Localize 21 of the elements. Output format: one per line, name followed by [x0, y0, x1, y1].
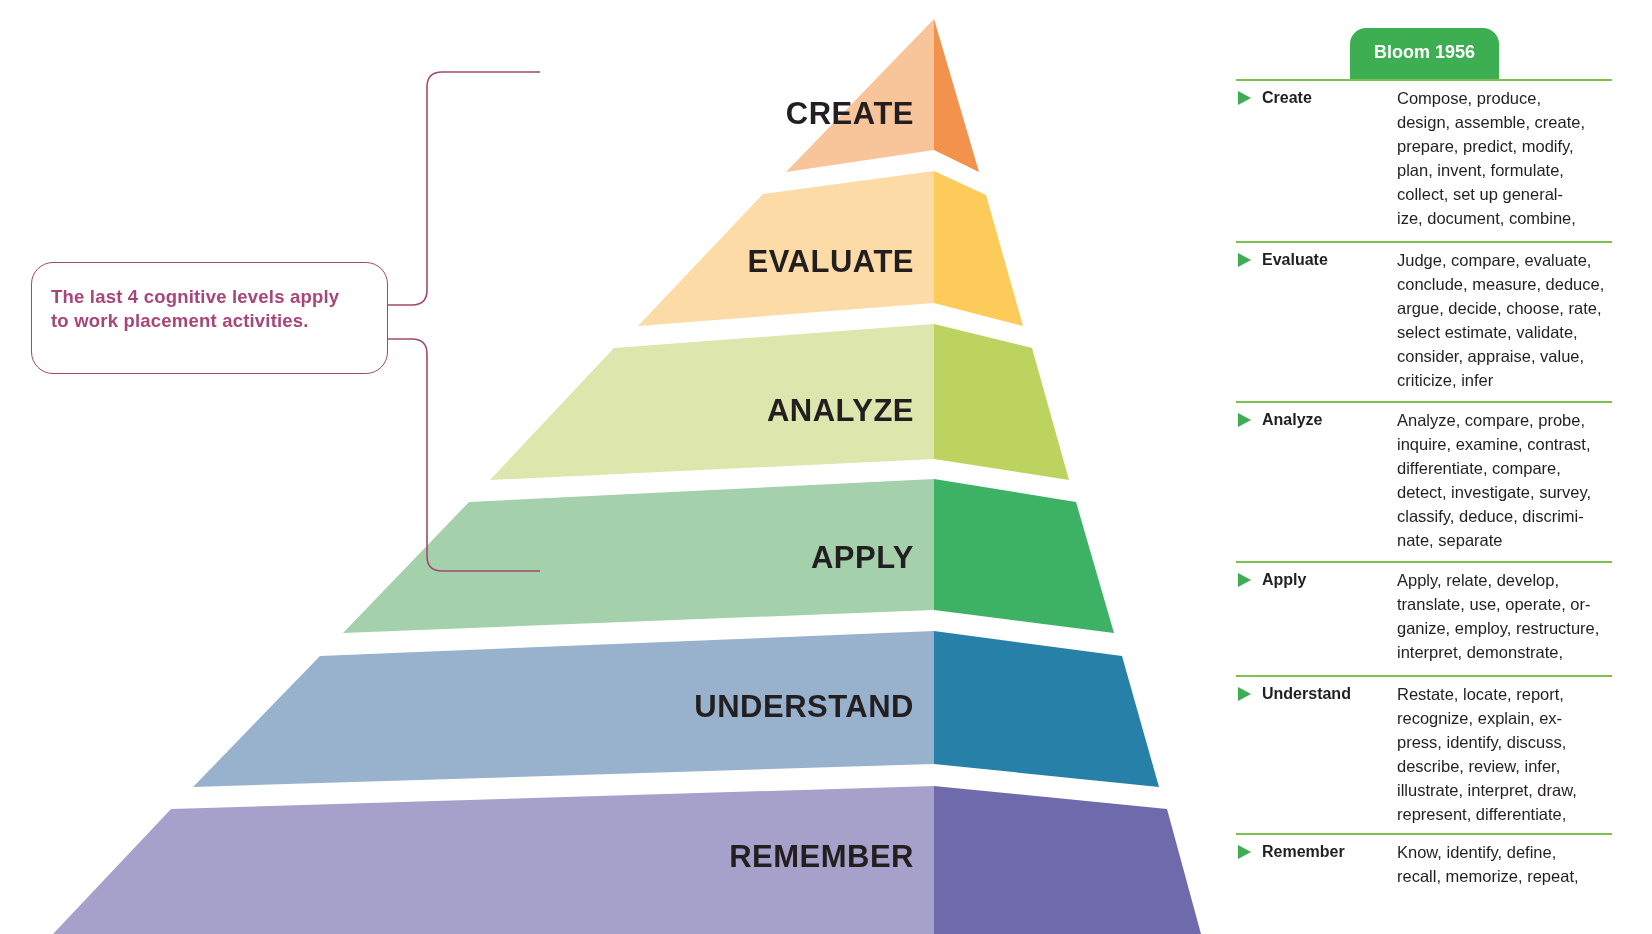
callout-text: The last 4 cognitive levels apply to work placement activities. — [51, 285, 341, 333]
verb-list: Know, identify, define, recall, memorize, repeat, — [1397, 840, 1579, 888]
verb-list: Compose, produce, design, assemble, create, prepare, predict, modify, plan, invent, formulate, collect, set up general- ize, document, combine, — [1397, 86, 1586, 230]
verb-list: Judge, compare, evaluate, conclude, measure, deduce, argue, decide, choose, rate, select estimate, validate, consider, appraise, value, criticize, infer — [1397, 248, 1605, 392]
level-name: Apply — [1262, 570, 1307, 590]
level-name: Understand — [1262, 684, 1351, 704]
level-label: REMEMBER — [729, 839, 914, 875]
header-tab: Bloom 1956 — [1350, 28, 1499, 79]
level-name: Create — [1262, 88, 1312, 108]
level-name: Remember — [1262, 842, 1345, 862]
level-label: ANALYZE — [766, 393, 914, 429]
verb-list: Restate, locate, report, recognize, explain, ex- press, identify, discuss, describe, review, infer, illustrate, interpret, draw, represent, differentiate, — [1397, 682, 1577, 826]
verb-list: Apply, relate, develop, translate, use, operate, or- ganize, employ, restructure, interpret, demonstrate, — [1397, 568, 1600, 664]
callout-box — [31, 262, 388, 374]
level-label: EVALUATE — [747, 244, 914, 280]
level-name: Evaluate — [1262, 250, 1328, 270]
level-name: Analyze — [1262, 410, 1323, 430]
level-label: CREATE — [785, 96, 914, 132]
verb-list: Analyze, compare, probe, inquire, examine, contrast, differentiate, compare, detect, investigate, survey, classify, deduce, discrimi- nate, separate — [1397, 408, 1592, 552]
level-label: UNDERSTAND — [694, 689, 914, 725]
level-label: APPLY — [811, 540, 914, 576]
